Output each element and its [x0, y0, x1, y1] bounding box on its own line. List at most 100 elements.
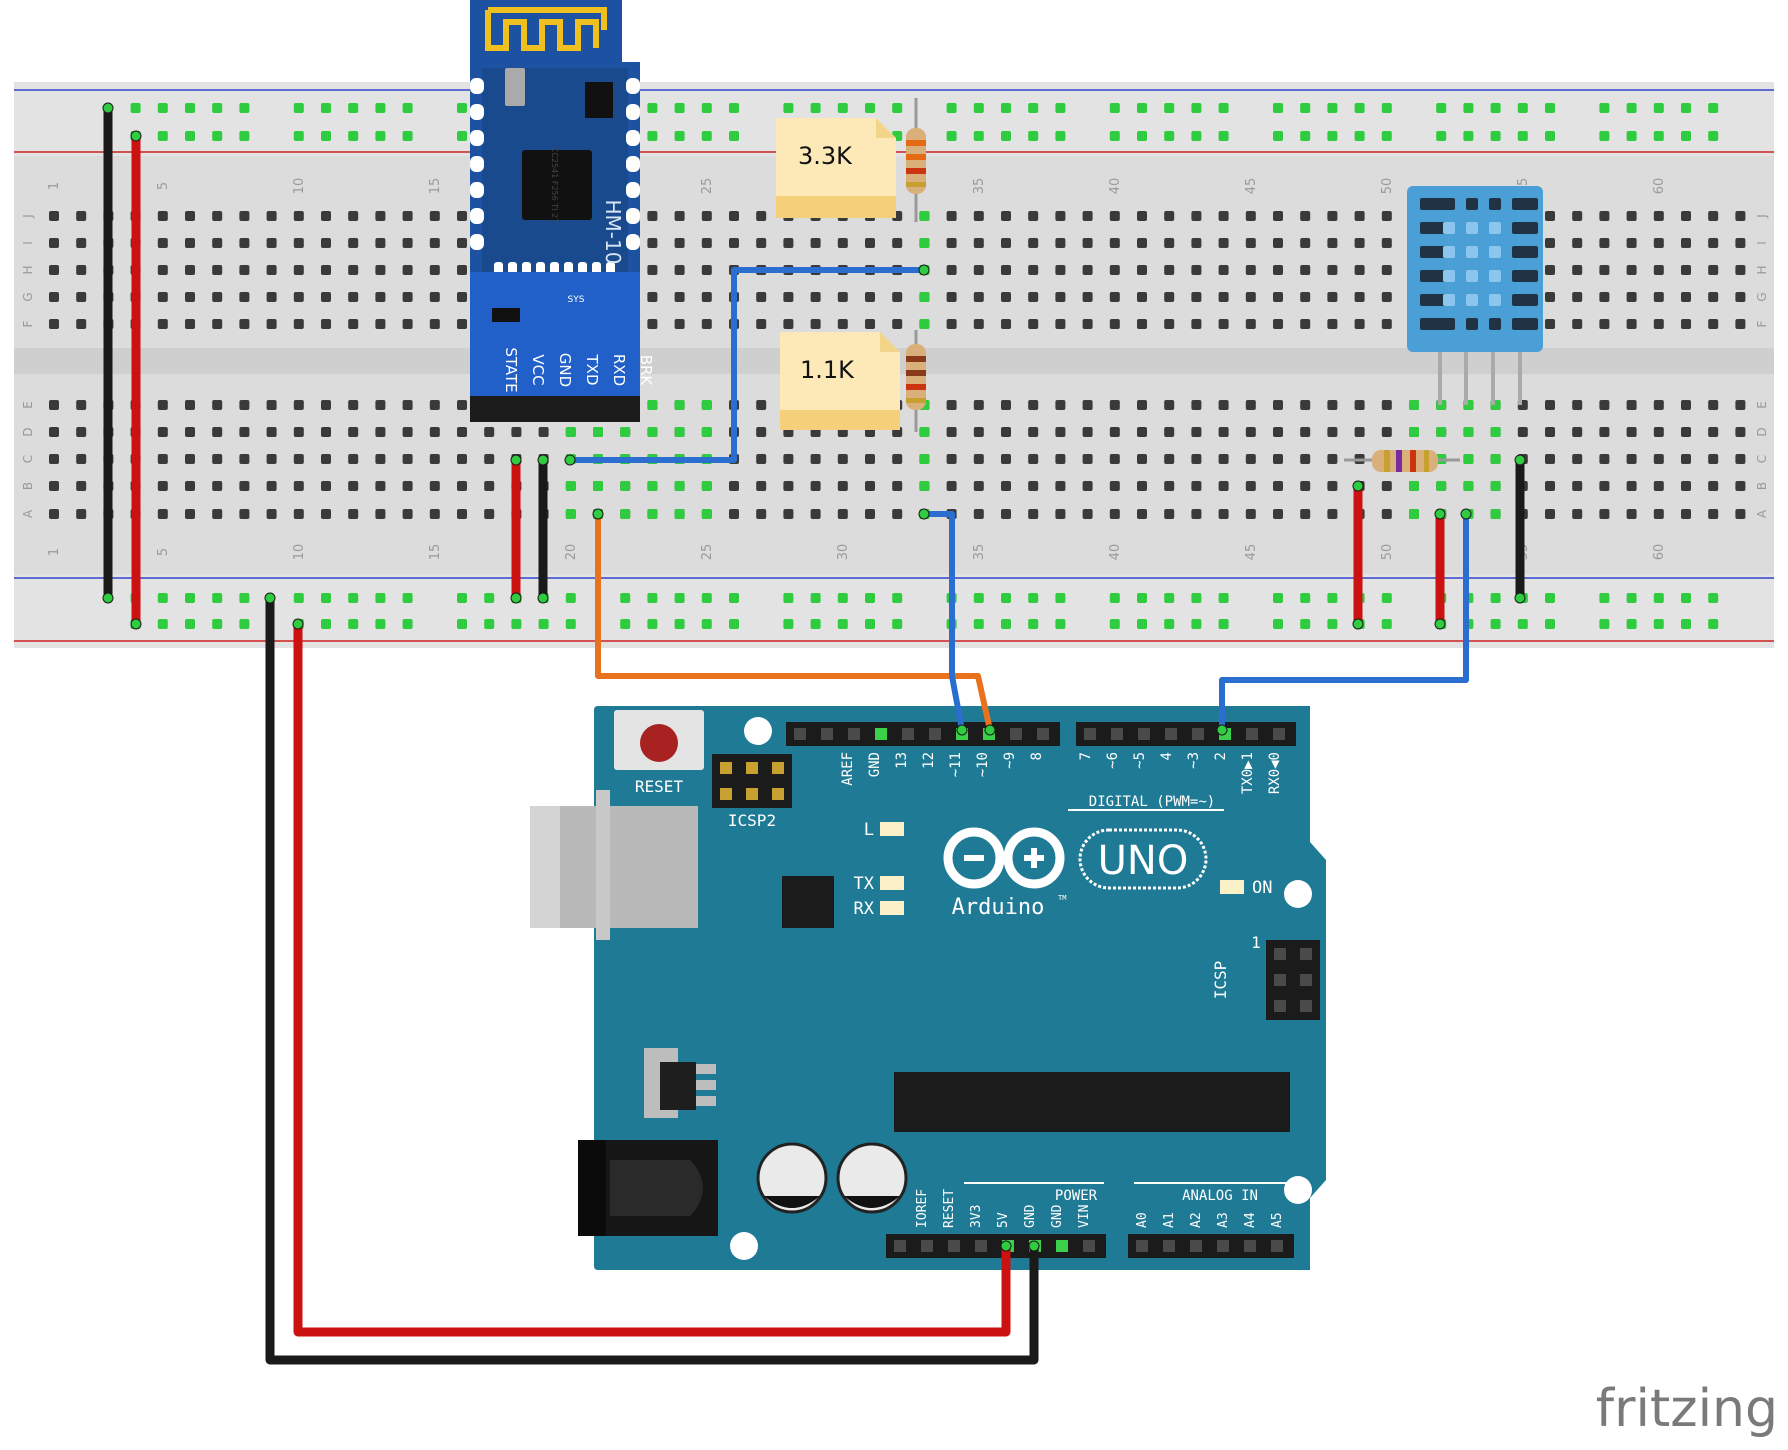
breadboard-hole	[1164, 211, 1175, 221]
breadboard-hole	[1300, 292, 1311, 302]
header-pin[interactable]	[1165, 728, 1177, 740]
dht-vent	[1512, 294, 1538, 306]
breadboard-hole	[1273, 593, 1283, 603]
dht-vent	[1489, 270, 1501, 282]
breadboard-hole	[674, 238, 685, 248]
breadboard-hole	[919, 319, 930, 329]
breadboard-hole	[1218, 265, 1229, 275]
header-pin[interactable]	[1273, 728, 1285, 740]
band	[906, 370, 926, 376]
dht-vent	[1466, 198, 1478, 210]
breadboard-hole	[157, 292, 168, 302]
hm10-pad	[470, 156, 484, 172]
hm10-pad	[470, 104, 484, 120]
header-pin[interactable]	[1244, 1240, 1256, 1252]
breadboard-hole	[892, 593, 903, 603]
header-pin[interactable]	[1111, 728, 1123, 740]
breadboard-hole	[1545, 238, 1555, 248]
breadboard-hole	[239, 454, 250, 464]
breadboard-hole	[1191, 454, 1202, 464]
breadboard-hole	[1463, 427, 1474, 437]
hm10-sys-label: SYS	[568, 295, 585, 305]
header-pin[interactable]	[975, 1240, 987, 1252]
breadboard-hole	[1164, 292, 1175, 302]
breadboard-hole	[457, 593, 467, 603]
breadboard-hole	[321, 211, 331, 221]
header-pin[interactable]	[929, 728, 941, 740]
arduino-logo	[943, 827, 1065, 889]
header-pin[interactable]	[894, 1240, 906, 1252]
header-pin[interactable]	[1010, 728, 1022, 740]
header-pin[interactable]	[948, 1240, 960, 1252]
breadboard-hole	[1572, 509, 1583, 519]
breadboard-hole	[1327, 481, 1338, 491]
breadboard-hole	[1218, 211, 1229, 221]
breadboard-hole	[457, 131, 467, 141]
breadboard-hole	[674, 211, 685, 221]
breadboard-hole	[729, 211, 739, 221]
column-number: 25	[700, 178, 715, 195]
header-pin[interactable]	[1136, 1240, 1148, 1252]
breadboard-hole	[1599, 103, 1610, 113]
header-pin[interactable]	[1271, 1240, 1283, 1252]
dht-vent	[1512, 222, 1538, 234]
header-pin[interactable]	[921, 1240, 933, 1252]
column-number: 35	[972, 544, 987, 561]
hm10-pin-label: TXD	[583, 354, 601, 386]
hm10-crystal	[505, 68, 525, 106]
breadboard-hole	[375, 619, 386, 629]
column-number: 60	[1652, 544, 1667, 561]
column-number: 60	[1652, 178, 1667, 195]
header-pin[interactable]	[1246, 728, 1258, 740]
row-letter: I	[21, 241, 35, 245]
analog-pin-label: A2	[1189, 1212, 1204, 1228]
dht-vent	[1489, 318, 1501, 330]
breadboard-hole	[1109, 509, 1120, 519]
breadboard-hole	[892, 319, 903, 329]
breadboard-hole	[1245, 400, 1256, 410]
header-pin[interactable]	[821, 728, 833, 740]
breadboard-hole	[1137, 619, 1147, 629]
header-pin[interactable]	[1056, 1240, 1068, 1252]
header-pin[interactable]	[1192, 728, 1204, 740]
header-pin[interactable]	[1163, 1240, 1175, 1252]
dht-vent	[1466, 222, 1478, 234]
dht-vent	[1466, 246, 1478, 258]
analog-pin-label: A4	[1243, 1212, 1258, 1228]
digital-pin-label: TX0▶1	[1240, 752, 1256, 794]
icsp2-pin	[772, 788, 784, 800]
dht-vent	[1420, 246, 1446, 258]
header-pin[interactable]	[902, 728, 914, 740]
breadboard-hole	[348, 238, 359, 248]
header-pin[interactable]	[794, 728, 806, 740]
header-pin[interactable]	[1083, 1240, 1095, 1252]
dht-vent-grid	[1420, 198, 1538, 330]
header-pin[interactable]	[875, 728, 887, 740]
breadboard-hole	[1381, 131, 1392, 141]
reset-button[interactable]	[640, 724, 678, 762]
breadboard-hole	[1626, 319, 1637, 329]
breadboard-hole	[1681, 427, 1691, 437]
breadboard-hole	[1626, 427, 1637, 437]
power-pin-label: 3V3	[969, 1205, 984, 1228]
breadboard-hole	[1327, 211, 1338, 221]
breadboard-hole	[1381, 593, 1392, 603]
header-pin[interactable]	[848, 728, 860, 740]
breadboard-hole	[1028, 509, 1039, 519]
header-pin[interactable]	[1190, 1240, 1202, 1252]
header-pin[interactable]	[1037, 728, 1049, 740]
breadboard-hole	[892, 238, 903, 248]
breadboard-hole	[1164, 427, 1175, 437]
header-pin[interactable]	[1138, 728, 1150, 740]
breadboard-hole	[1463, 131, 1474, 141]
breadboard-hole	[1273, 427, 1283, 437]
breadboard-hole	[1653, 103, 1664, 113]
breadboard-hole	[946, 265, 957, 275]
breadboard-hole	[1708, 481, 1719, 491]
breadboard-hole	[1137, 103, 1147, 113]
header-pin[interactable]	[1217, 1240, 1229, 1252]
breadboard-hole	[1735, 292, 1746, 302]
breadboard-hole	[1164, 265, 1175, 275]
breadboard-hole	[1218, 131, 1229, 141]
header-pin[interactable]	[1084, 728, 1096, 740]
